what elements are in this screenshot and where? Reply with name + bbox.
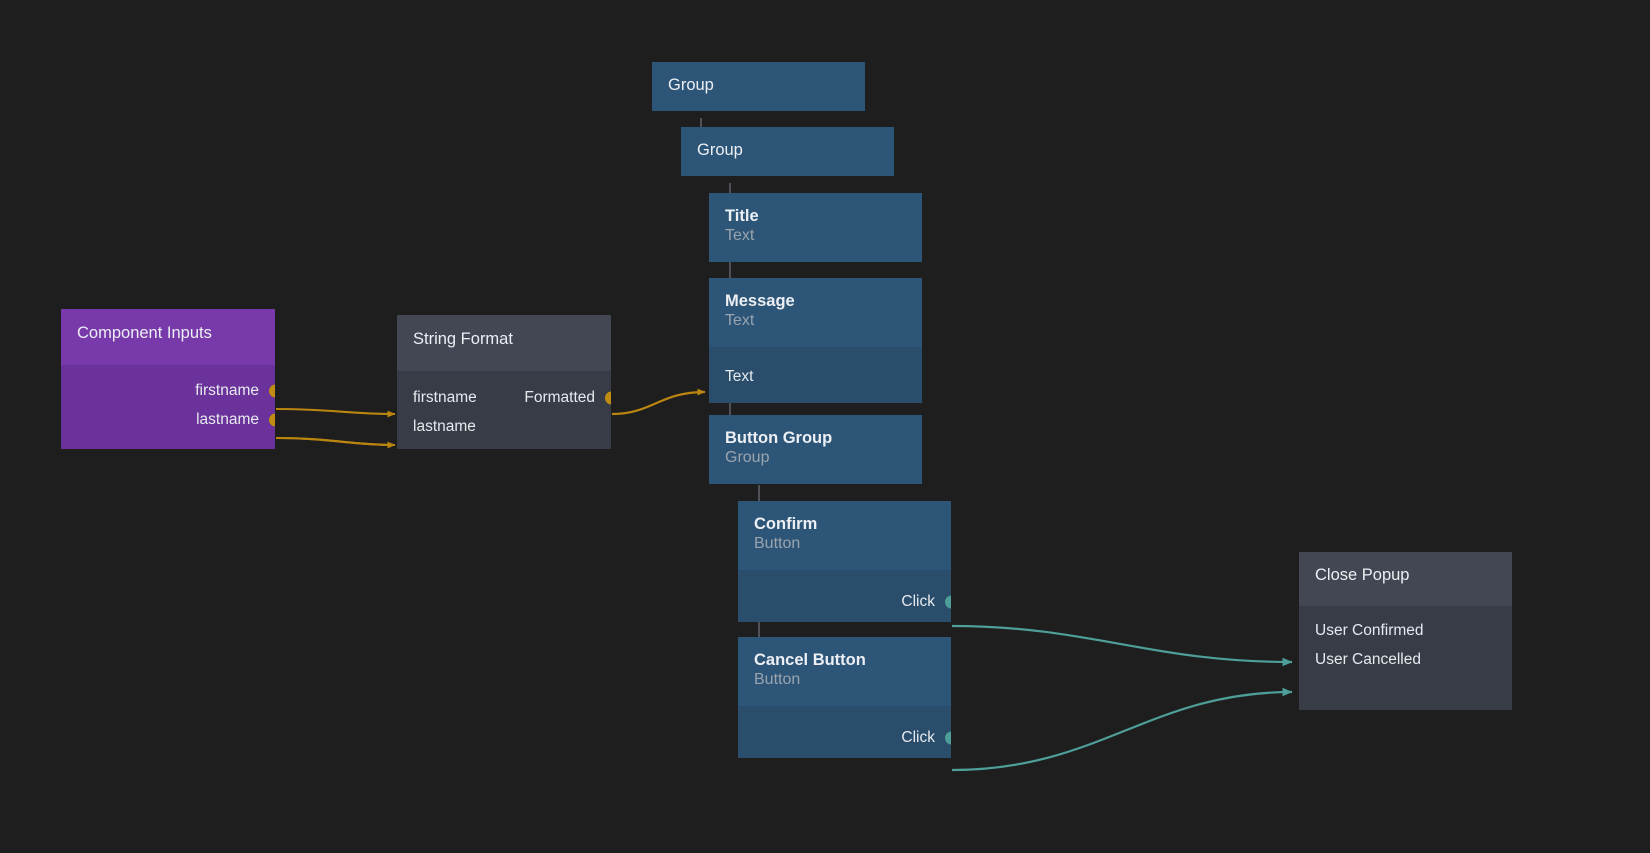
- port-row-lastname-in[interactable]: lastname: [397, 412, 611, 441]
- node-header[interactable]: Button Group Group: [709, 415, 922, 484]
- node-subtitle: Button: [754, 671, 801, 688]
- port-row-click-out[interactable]: Click: [738, 587, 951, 616]
- output-port-click[interactable]: [944, 595, 951, 608]
- edge-cancel-click: [951, 687, 1293, 772]
- port-label-click: Click: [901, 592, 935, 610]
- node-title: Group: [668, 76, 714, 94]
- node-title: String Format: [413, 330, 513, 348]
- port-label-firstname: firstname: [195, 381, 259, 399]
- node-close-popup[interactable]: Close Popup User Confirmed User Cancelle…: [1299, 552, 1512, 710]
- node-title: Component Inputs: [77, 324, 212, 342]
- port-label-user-cancelled: User Cancelled: [1315, 650, 1421, 668]
- node-body: Click: [738, 706, 951, 758]
- port-label-user-confirmed: User Confirmed: [1315, 621, 1424, 639]
- node-header[interactable]: Group: [652, 62, 865, 111]
- node-confirm-button[interactable]: Confirm Button Click: [738, 501, 951, 622]
- edge-lastname-arrow: [275, 436, 396, 449]
- node-header[interactable]: Component Inputs: [61, 309, 275, 365]
- node-cancel-button[interactable]: Cancel Button Button Click: [738, 637, 951, 758]
- node-title: Title: [725, 207, 759, 225]
- node-header[interactable]: Message Text: [709, 278, 922, 347]
- node-title: Confirm: [754, 515, 818, 533]
- port-label-text-in: Text: [725, 367, 754, 385]
- port-label-firstname-in: firstname: [413, 388, 477, 406]
- port-row-click-out[interactable]: Click: [738, 723, 951, 752]
- node-title: Cancel Button: [754, 651, 866, 669]
- node-header[interactable]: Cancel Button Button: [738, 637, 951, 706]
- edge-confirm-click: [951, 624, 1293, 667]
- port-row-text-in[interactable]: Text: [709, 362, 922, 391]
- port-row-user-cancelled[interactable]: User Cancelled: [1299, 645, 1512, 674]
- node-subtitle: Group: [725, 449, 770, 466]
- output-port-formatted[interactable]: [604, 391, 611, 404]
- node-title-widget[interactable]: Title Text: [709, 193, 922, 262]
- node-title: Button Group: [725, 429, 833, 447]
- port-row-lastname[interactable]: lastname: [61, 405, 275, 434]
- output-port-lastname[interactable]: [268, 413, 275, 426]
- port-label-click: Click: [901, 728, 935, 746]
- edge-lastname: [275, 436, 396, 447]
- node-header[interactable]: Group: [681, 127, 894, 176]
- node-title: Message: [725, 292, 795, 310]
- node-header[interactable]: Confirm Button: [738, 501, 951, 570]
- node-subtitle: Text: [725, 312, 755, 329]
- node-message-widget[interactable]: Message Text Text: [709, 278, 922, 403]
- node-group-outer[interactable]: Group: [652, 62, 865, 111]
- port-row-user-confirmed[interactable]: User Confirmed: [1299, 616, 1512, 645]
- node-string-format[interactable]: String Format firstname Formatted lastna…: [397, 315, 611, 449]
- node-subtitle: Text: [725, 227, 755, 244]
- node-component-inputs[interactable]: Component Inputs firstname lastname: [61, 309, 275, 449]
- node-body: firstname lastname: [61, 365, 275, 449]
- port-label-lastname: lastname: [196, 410, 259, 428]
- port-label-lastname-in: lastname: [413, 417, 476, 435]
- output-port-firstname[interactable]: [268, 384, 275, 397]
- node-body: Text: [709, 347, 922, 403]
- port-label-formatted-out: Formatted: [524, 388, 595, 406]
- node-title: Close Popup: [1315, 566, 1410, 584]
- node-button-group[interactable]: Button Group Group: [709, 415, 922, 484]
- edge-formatted: [611, 388, 706, 416]
- node-header[interactable]: Close Popup: [1299, 552, 1512, 606]
- edge-firstname: [275, 407, 396, 418]
- node-subtitle: Button: [754, 535, 801, 552]
- node-body: firstname Formatted lastname: [397, 371, 611, 449]
- node-body: Click: [738, 570, 951, 622]
- node-group-inner[interactable]: Group: [681, 127, 894, 176]
- output-port-click[interactable]: [944, 731, 951, 744]
- node-header[interactable]: String Format: [397, 315, 611, 371]
- node-header[interactable]: Title Text: [709, 193, 922, 262]
- port-row-firstname[interactable]: firstname: [61, 376, 275, 405]
- port-row-firstname-in[interactable]: firstname Formatted: [397, 383, 611, 412]
- node-body: User Confirmed User Cancelled: [1299, 606, 1512, 710]
- node-title: Group: [697, 141, 743, 159]
